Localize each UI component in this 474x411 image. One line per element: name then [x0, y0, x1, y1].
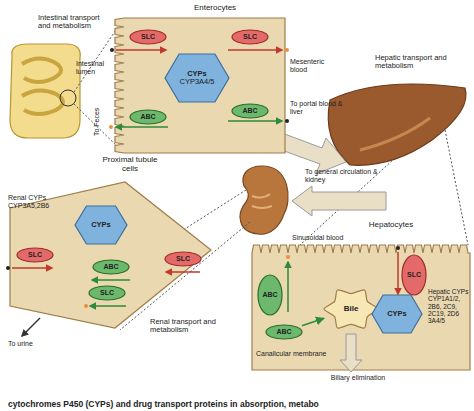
compartment-label: Sinusoidal blood [292, 234, 362, 242]
transporter-label: ABC [262, 291, 277, 298]
enzyme-list: Hepatic CYPs CYP1A1/2, 2B6, 2C9, 2C19, 2… [428, 288, 474, 324]
node-body: SLC [402, 255, 426, 295]
slc-transporter-shape [89, 286, 125, 300]
flow-label: To portal blood & liver [290, 100, 346, 116]
flow-arrow [292, 186, 386, 216]
cyp-enzyme-shape [75, 206, 127, 244]
enzyme-label: CYPs [91, 221, 111, 229]
node-body: ABC [130, 110, 166, 124]
cyp-enzyme: CYPs [372, 295, 422, 333]
transporter-label: ABC [140, 113, 155, 120]
drug-molecule [6, 266, 10, 270]
node-body: SLC [17, 248, 53, 262]
cyp-enzyme-shape [165, 54, 229, 102]
slc-transporter-shape [130, 30, 166, 44]
node-body: SLC [232, 30, 268, 44]
membrane-label: Canalicular membrane [256, 350, 356, 358]
slc-transporter: SLC [232, 30, 268, 44]
liver-shading [360, 118, 430, 150]
proximal-tubule-cell: Proximal tubule cellsCYPsSLCABCSLCSLC [5, 178, 215, 333]
cyp-enzyme: CYPs [75, 206, 127, 244]
magnifier-circle [60, 90, 76, 106]
drug-molecule [109, 125, 113, 129]
slc-transporter-shape [232, 30, 268, 44]
transporter-label: ABC [242, 107, 257, 114]
slc-transporter-shape [17, 248, 53, 262]
node-body: ABC [258, 275, 282, 315]
abc-transporter: ABC [130, 110, 166, 124]
node-body: ABC [93, 260, 129, 274]
abc-transporter-shape [130, 110, 166, 124]
node-body: SLC [89, 286, 125, 300]
flow-label: To general circulation & kidney [305, 168, 387, 184]
slc-transporter: SLC [130, 30, 166, 44]
abc-transporter: ABC [258, 275, 282, 315]
node-body: CYPs [372, 295, 422, 333]
intestine-coils [22, 58, 63, 114]
slc-transporter: SLC [17, 248, 53, 262]
slc-transporter: SLC [402, 255, 426, 295]
slc-transporter: SLC [89, 286, 125, 300]
abc-transporter: ABC [266, 325, 302, 339]
enzyme-label: CYPs [187, 70, 207, 78]
transporter-label: SLC [176, 255, 190, 262]
cell-heading: Hepatocytes [356, 221, 426, 230]
bile-canaliculus-shape [324, 290, 378, 328]
figure-caption: cytochromes P450 (CYPs) and drug transpo… [8, 399, 319, 409]
intestine-illustration [10, 44, 80, 138]
region-label: Intestinal transport and metabolism [38, 14, 108, 31]
compartment-label: Intestinal lumen [76, 60, 112, 76]
zoom-line [445, 130, 468, 245]
region-label: Hepatic transport and metabolism [375, 54, 470, 71]
slc-transporter-shape [402, 255, 426, 295]
node-body: CYPsCYP3A4/5 [165, 54, 229, 102]
node-body: ABC [266, 325, 302, 339]
compartment-label: Mesenteric blood [290, 58, 340, 74]
bile-canaliculus: Bile [324, 287, 378, 331]
abc-transporter: ABC [93, 260, 129, 274]
enzyme-label: CYPs [387, 310, 407, 318]
flow-label: Biliary elimination [318, 374, 398, 382]
kidney-illustration [240, 166, 288, 234]
zoom-line [180, 190, 246, 232]
slc-transporter: SLC [165, 252, 201, 266]
slc-transporter-shape [165, 252, 201, 266]
node-body: SLC [130, 30, 166, 44]
enzyme-label: CYP3A4/5 [179, 78, 214, 86]
region-label: Renal transport and metabolism [150, 318, 222, 335]
enterocyte-cell: EnterocytesSLCSLCCYPsCYP3A4/5ABCABC [110, 18, 285, 153]
transporter-label: Bile [344, 305, 359, 313]
transporter-label: SLC [141, 33, 155, 40]
transporter-label: ABC [103, 263, 118, 270]
cyp-enzyme-shape [372, 295, 422, 333]
abc-transporter: ABC [232, 104, 268, 118]
flow-label: To urine [8, 340, 48, 348]
cell-heading: Proximal tubule cells [100, 156, 160, 174]
flow-label: To Feces [93, 97, 101, 147]
transporter-label: ABC [276, 328, 291, 335]
drug-molecule [110, 48, 114, 52]
transporter-label: SLC [407, 271, 421, 278]
cell-heading: Enterocytes [180, 4, 250, 13]
abc-transporter-shape [266, 325, 302, 339]
abc-transporter-shape [258, 275, 282, 315]
node-body: CYPs [75, 206, 127, 244]
transporter-label: SLC [28, 251, 42, 258]
node-body: ABC [232, 104, 268, 118]
enterocyte-cell-shape [115, 18, 285, 153]
transporter-label: SLC [243, 33, 257, 40]
node-body: SLC [165, 252, 201, 266]
node-body: Bile [324, 287, 378, 331]
cyp-enzyme: CYPsCYP3A4/5 [165, 54, 229, 102]
abc-transporter-shape [93, 260, 129, 274]
liver-illustration [328, 84, 466, 165]
excretion-arrow [22, 318, 40, 336]
kidney-pelvis [252, 194, 272, 208]
abc-transporter-shape [232, 104, 268, 118]
enzyme-list: Renal CYPs CYP3A5,2B6 [8, 194, 68, 210]
transporter-label: SLC [100, 289, 114, 296]
